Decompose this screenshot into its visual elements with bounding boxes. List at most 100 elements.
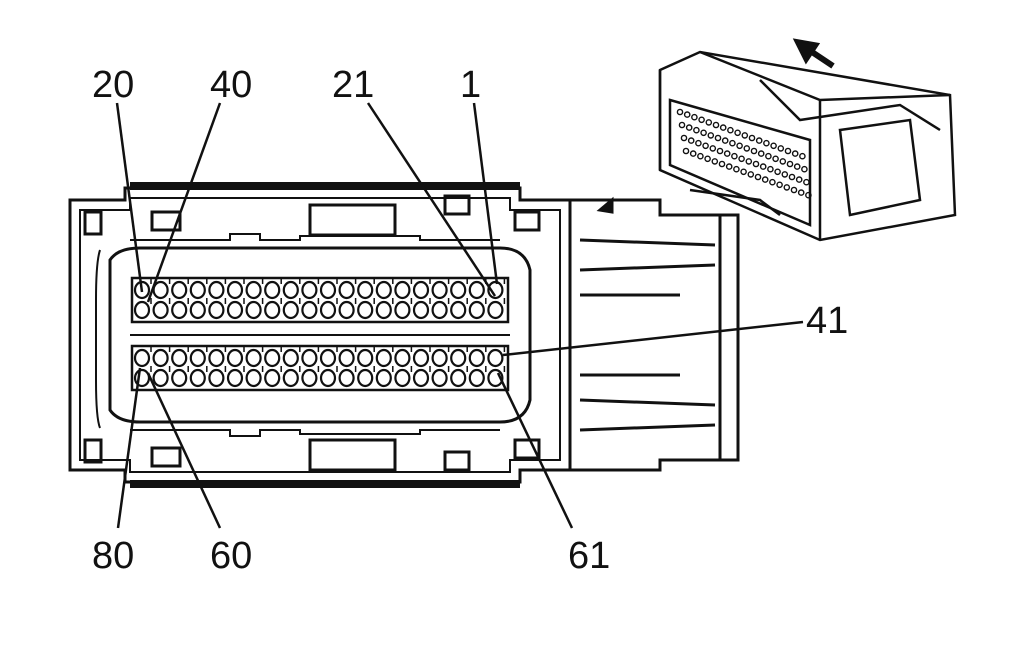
isometric-pin [721,137,729,144]
isometric-pin [729,139,736,147]
isometric-pin [797,189,805,196]
isometric-pin [761,176,769,183]
isometric-pin [678,121,686,129]
pin-cavity [226,280,244,300]
pin-cavity [412,300,430,320]
isometric-pin [695,139,702,147]
isometric-pin [723,150,731,157]
leader-line-41 [502,320,804,357]
pin-cavity [171,280,188,300]
isometric-pin [693,126,700,134]
isometric-pin [774,168,781,176]
isometric-pin [700,129,707,137]
pin-cavity [450,348,467,368]
isometric-pin [795,176,803,183]
pin-cavity [431,300,448,320]
isometric-pin [680,134,688,142]
connector-front-view [68,182,572,488]
pin-cavity [133,348,151,368]
isometric-pin [748,134,756,142]
pin-cavity [208,348,225,368]
pin-cavity [282,280,299,300]
isometric-pin [791,150,799,157]
pin-cavity [301,368,318,388]
isometric-pin [776,181,783,189]
pin-cavity [319,348,337,368]
pin-cavity [282,368,299,388]
leader-line-60 [146,372,222,529]
pin-cavity [208,368,225,388]
pin-cavity [133,280,151,300]
pin-cavity [152,280,169,300]
isometric-pin [779,158,787,165]
leader-line-61 [496,372,574,529]
isometric-pin [790,186,798,194]
isometric-pin [689,150,697,157]
isometric-pin [784,147,792,155]
isometric-pin [772,155,779,163]
isometric-pin [769,178,776,186]
pin-cavity [338,368,355,388]
isometric-pin [752,160,760,168]
pin-cavity [394,300,411,320]
isometric-pin [697,152,704,160]
pin-cavity [208,280,225,300]
connector-isometric-view [658,38,957,242]
pin-cavity [375,368,392,388]
pin-cavity [412,348,430,368]
isometric-pin [682,147,690,155]
pin-cavity [133,300,151,320]
pin-cavity [264,300,281,320]
pin-grid [130,276,510,392]
pin-cavity [468,348,485,368]
pin-cavity [338,300,355,320]
isometric-pin [718,160,726,168]
isometric-pin [685,124,693,131]
pin-cavity [301,280,318,300]
pin-cavity [431,368,448,388]
pin-cavity [468,280,485,300]
pin-label-1: 1 [460,64,481,106]
pin-cavity [171,368,188,388]
pin-cavity [357,348,374,368]
pin-cavity [152,348,169,368]
pin-cavity [450,280,467,300]
pin-row-frame [130,276,510,324]
pin-cavity [394,348,411,368]
isometric-pin [781,171,789,178]
pin-cavity [301,300,318,320]
isometric-pin [786,160,794,168]
isometric-pin [740,168,747,176]
isometric-pin [698,116,705,124]
pin-cavity [450,300,467,320]
pin-cavity [412,368,430,388]
pin-cavity [487,280,504,300]
pin-cavity [468,300,485,320]
pin-cavity [394,368,411,388]
isometric-pin [799,152,806,160]
isometric-pin [801,165,808,173]
isometric-pin [755,137,763,144]
pin-cavity [152,368,169,388]
isometric-pin [750,147,758,155]
isometric-pin [747,171,755,178]
pin-cavity [357,368,374,388]
pin-cavity [189,280,206,300]
pin-cavity [264,280,281,300]
isometric-pin [805,191,812,199]
pin-cavity [245,280,262,300]
pin-cavity [468,368,485,388]
isometric-pin [691,113,698,121]
pin-cavity [171,348,188,368]
pin-label-40: 40 [210,64,252,106]
pin-cavity [338,280,355,300]
isometric-pin [725,163,733,170]
isometric-pin [687,137,695,144]
isometric-pin [743,145,751,152]
pin-cavity [264,368,281,388]
isometric-pin [702,142,709,150]
isometric-pin [741,132,749,139]
pin-cavity [245,368,262,388]
pin-cavity [431,348,448,368]
